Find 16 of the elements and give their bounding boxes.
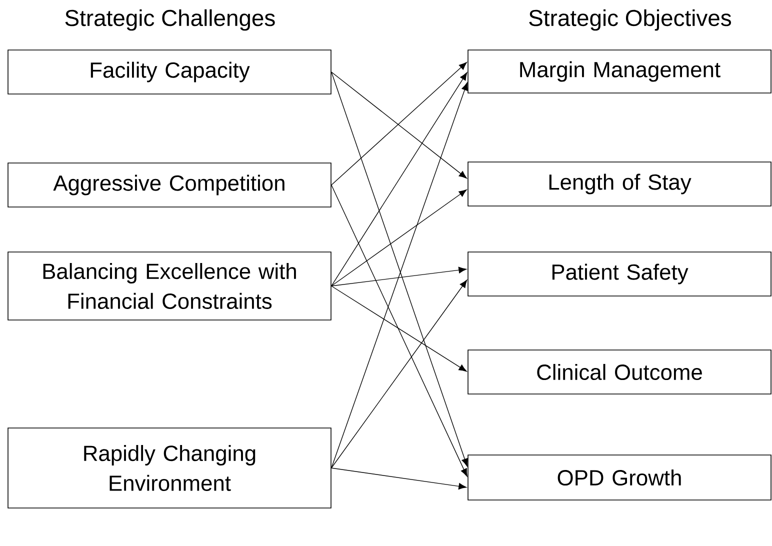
arrow [331,280,468,468]
text-box: Facility Capacity [8,50,332,94]
text-box: Balancing Excellence with Financial Constraints [8,252,332,320]
arrow [331,184,468,477]
arrow [331,286,467,372]
arrow [331,72,468,286]
text-box: Patient Safety [468,252,772,296]
arrow [331,189,467,286]
text-box: Aggressive Competition [8,162,332,208]
text-box: Length of Stay [468,162,772,206]
text-box: Rapidly Changing Environment [8,428,332,508]
arrow [331,266,467,286]
text-box: Margin Management [468,50,772,94]
text-box: Clinical Outcome [468,350,772,394]
text-box: OPD Growth [468,454,772,500]
arrow [331,468,467,490]
